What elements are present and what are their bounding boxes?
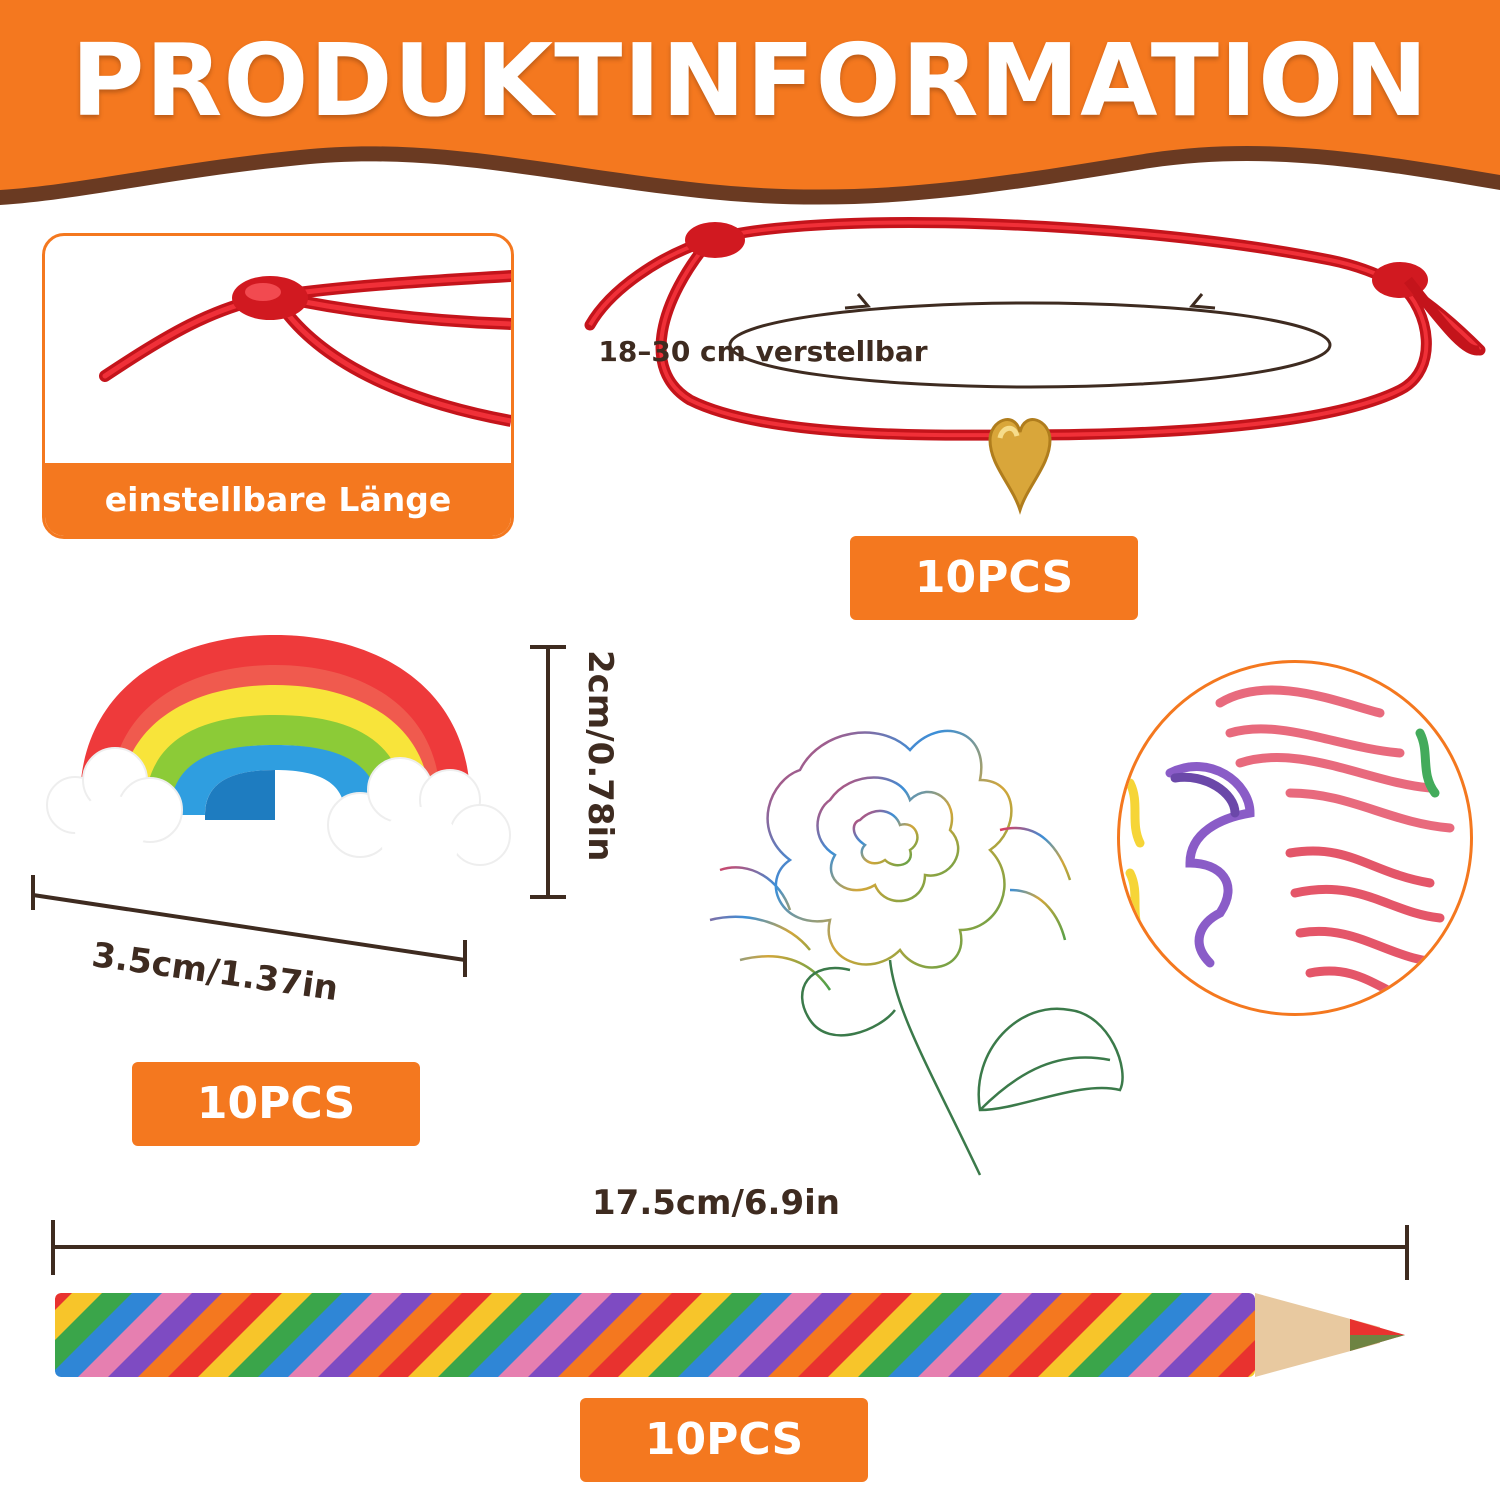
eraser-width-line bbox=[31, 875, 467, 977]
bracelet-detail-box: einstellbare Länge bbox=[42, 233, 514, 539]
rainbow-pencil-image bbox=[55, 1293, 1405, 1377]
eraser-height-label: 2cm/0.78in bbox=[580, 650, 620, 862]
pencil-length-label: 17.5cm/6.9in bbox=[592, 1183, 840, 1223]
pencil-scribble-sample bbox=[1117, 660, 1473, 1016]
header-banner bbox=[0, 0, 1500, 205]
eraser-quantity-badge: 10PCS bbox=[132, 1062, 420, 1146]
heart-charm-icon bbox=[988, 418, 1052, 515]
eraser-height-line bbox=[530, 645, 566, 899]
page-title: PRODUKTINFORMATION bbox=[71, 22, 1429, 139]
rainbow-flower-drawing bbox=[709, 729, 1124, 1176]
rainbow-eraser-image bbox=[46, 635, 511, 883]
cloud-right-icon bbox=[327, 757, 511, 883]
bracelet-image bbox=[584, 217, 1486, 515]
bracelet-knot-closeup bbox=[99, 270, 511, 427]
cloud-left-icon bbox=[46, 747, 183, 865]
pencil-quantity-badge: 10PCS bbox=[580, 1398, 868, 1482]
adjustable-length-label: einstellbare Länge bbox=[45, 463, 511, 536]
pencil-length-line bbox=[51, 1220, 1409, 1280]
bracelet-quantity-badge: 10PCS bbox=[850, 536, 1138, 620]
adjustable-range-label: 18–30 cm verstellbar bbox=[598, 335, 928, 368]
